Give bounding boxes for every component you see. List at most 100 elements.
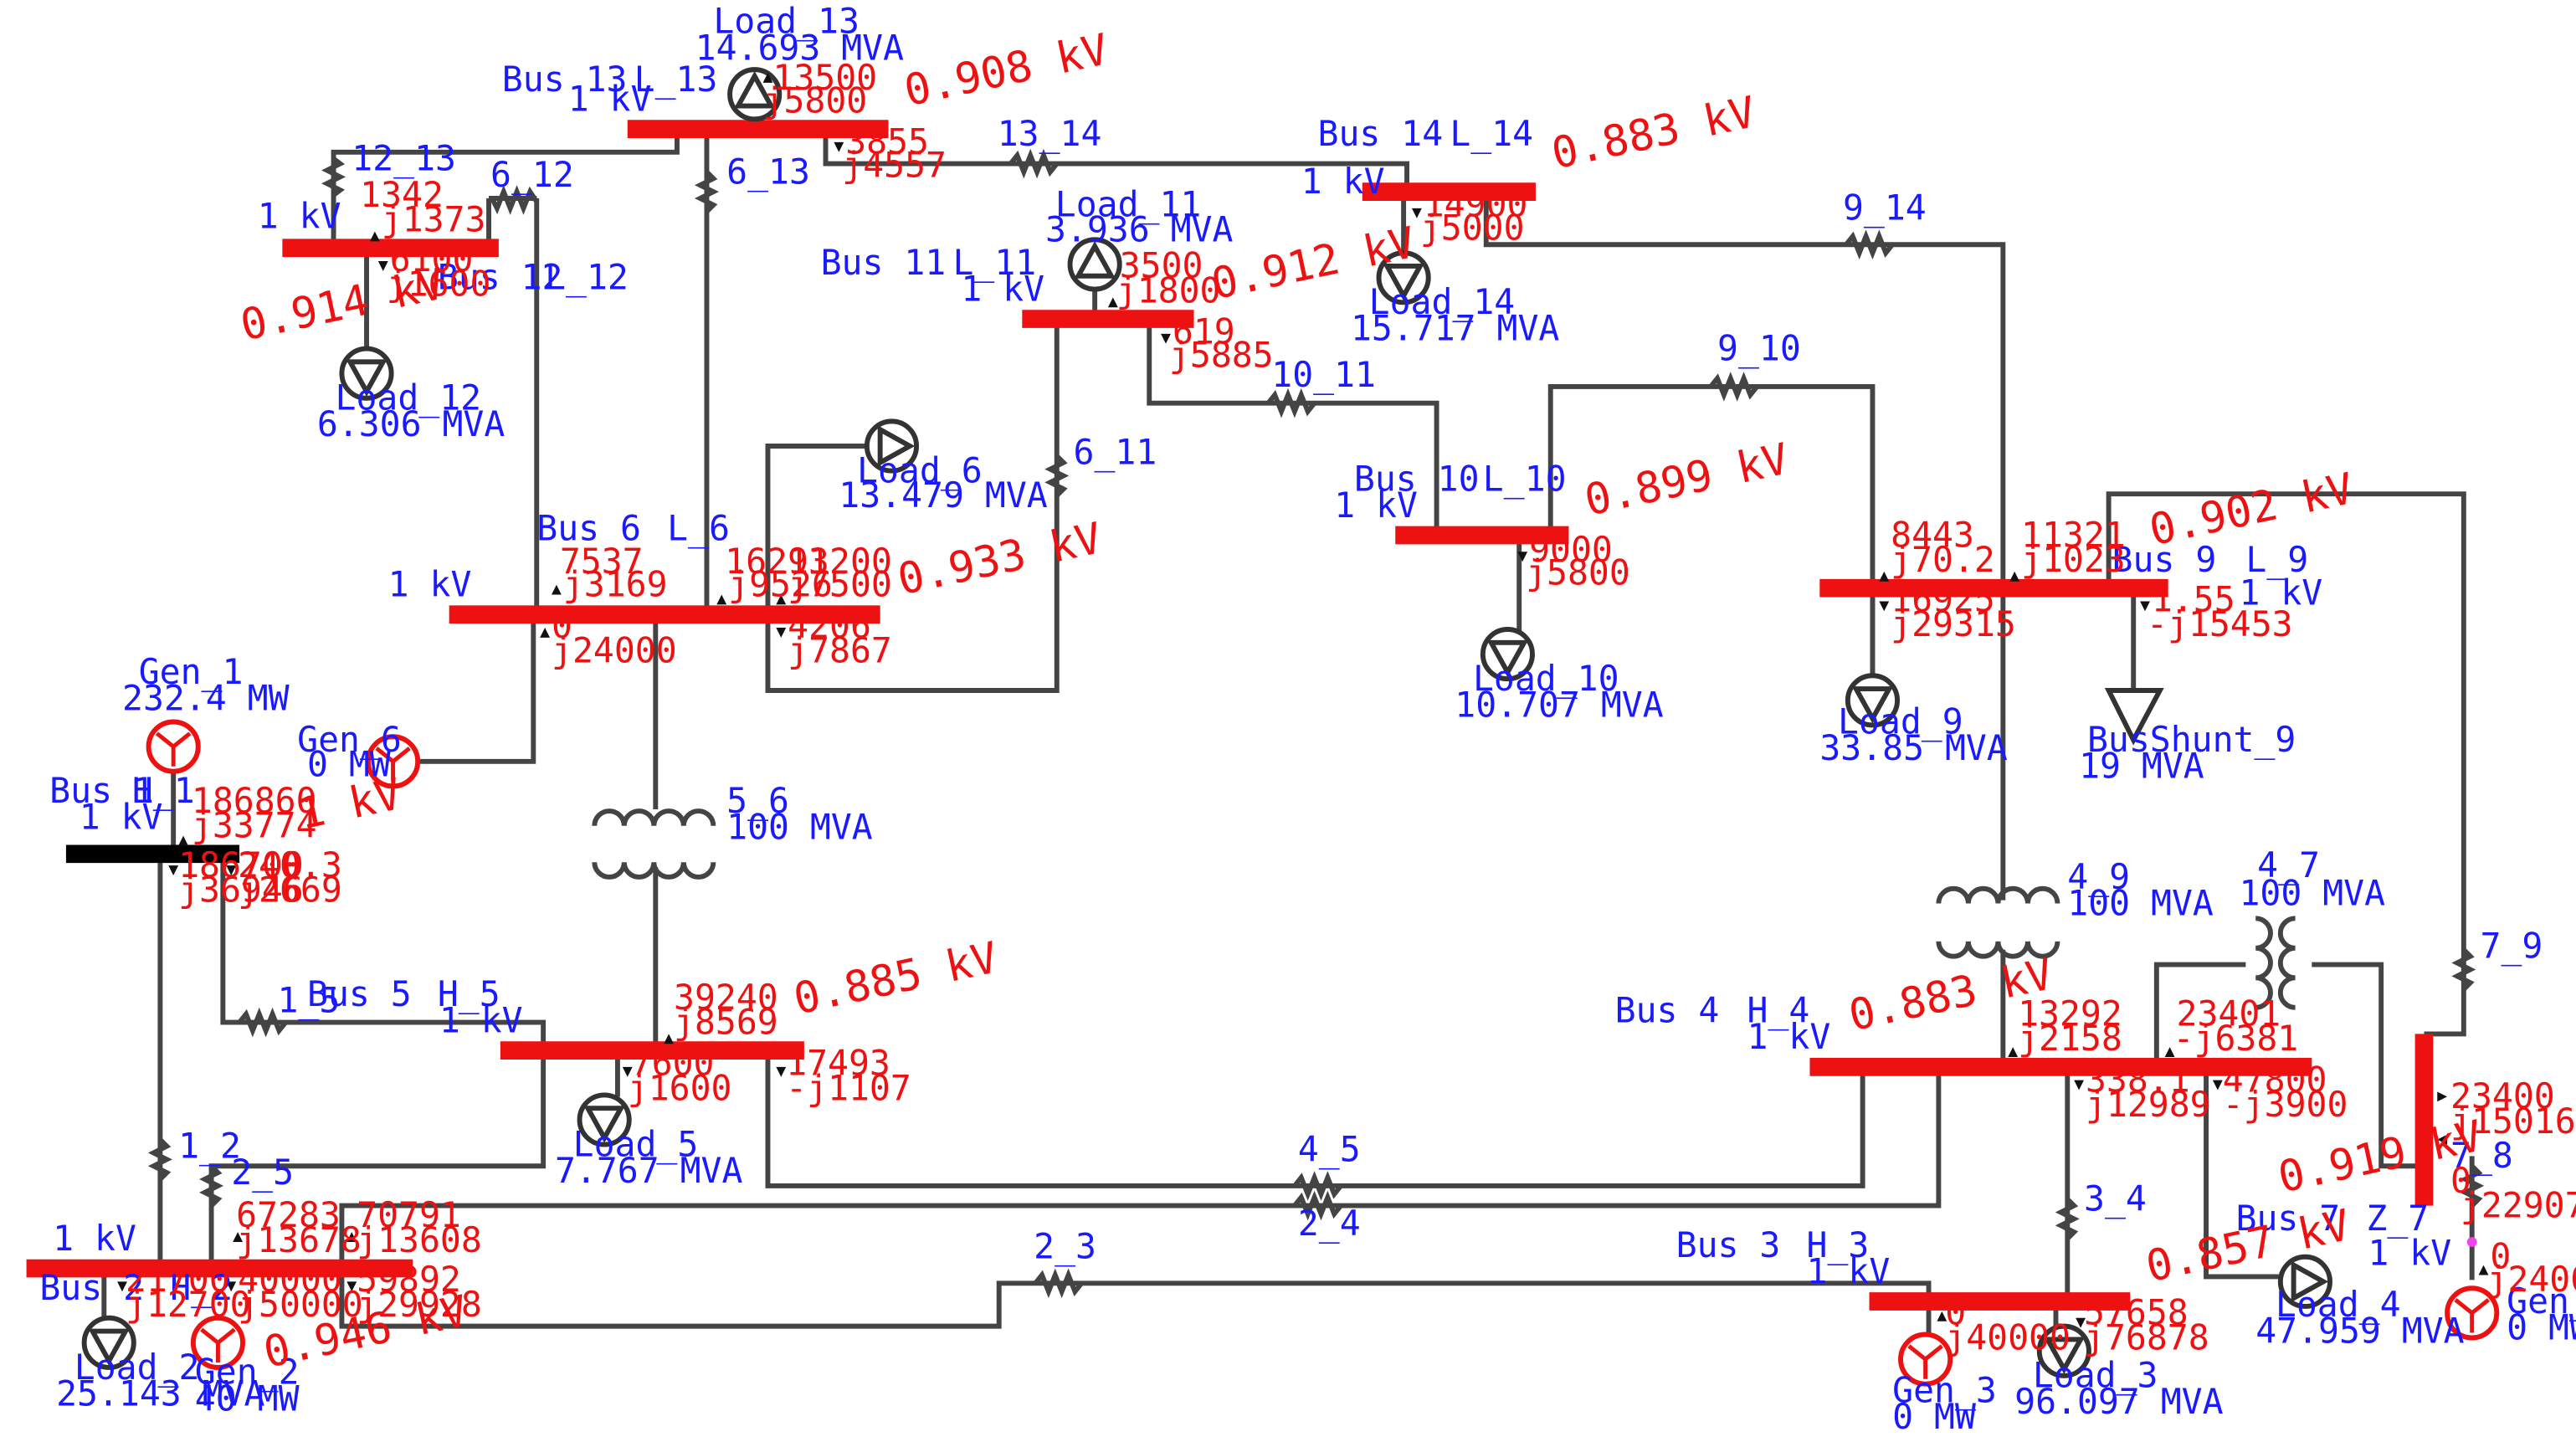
- gen-8-mw: 0 MW: [2507, 1307, 2576, 1347]
- load-3[interactable]: [2036, 1323, 2091, 1378]
- load-3-mva: 96.097 MVA: [2014, 1382, 2223, 1422]
- line-10-11: 10_11: [1271, 355, 1376, 395]
- load-9-mva: 33.85 MVA: [1819, 728, 2008, 768]
- xfmr-5-6: [592, 808, 716, 880]
- flow-value: j29928: [357, 1285, 482, 1325]
- load-6-name: Load_6: [857, 450, 983, 490]
- gen-1[interactable]: [146, 719, 201, 774]
- flow-value: 23401: [2177, 994, 2281, 1034]
- load-10[interactable]: [1480, 627, 1535, 682]
- bus-7-kv: 1 kV: [2368, 1234, 2451, 1274]
- bus-12-h: L_12: [545, 258, 629, 298]
- load-9[interactable]: [1845, 673, 1901, 728]
- xfmr-5-6-mva: 100 MVA: [726, 808, 873, 848]
- flow-value: 186860: [192, 781, 317, 821]
- flow-value: j1373: [382, 199, 486, 239]
- load-12-mva: 6.306 MVA: [317, 404, 505, 444]
- load-6[interactable]: [864, 418, 920, 474]
- flow-value: 9000: [1529, 530, 1613, 570]
- bus-10-name: Bus 10: [1354, 459, 1480, 499]
- load-4[interactable]: [2277, 1254, 2332, 1309]
- gen-1-mw: 232.4 MW: [122, 679, 290, 719]
- bus-14-name: Bus 14: [1318, 114, 1444, 154]
- line-3-4: 3_4: [2084, 1179, 2147, 1219]
- flow-value: j40000: [1945, 1317, 2071, 1357]
- load-4-name: Load_4: [2276, 1285, 2401, 1325]
- tap-dot: [2466, 1237, 2477, 1247]
- bus-2-h: H_2: [170, 1268, 233, 1308]
- line-6-12: 6_12: [490, 155, 574, 195]
- bus-5-voltage: 0.885 kV: [789, 932, 1002, 1024]
- line-7-9: 7_9: [2481, 926, 2543, 967]
- load-13-name: Load_13: [713, 2, 860, 42]
- flow-value: j24000: [2486, 1260, 2576, 1300]
- bus-10-voltage: 0.899 kV: [1580, 434, 1793, 526]
- load-2[interactable]: [81, 1315, 136, 1370]
- flow-value: j24000: [552, 630, 677, 670]
- flow-value: 240.3: [238, 845, 342, 885]
- bus-9-h: L_9: [2245, 540, 2308, 580]
- bus-11-name: Bus 11: [821, 243, 947, 283]
- load-2-name: Load_2: [74, 1347, 200, 1388]
- flow-value: 0: [552, 606, 572, 646]
- line-2-5: 2_5: [231, 1152, 294, 1193]
- bus-13-name: Bus 13: [502, 59, 628, 100]
- gen-6-mw: 0 MW: [307, 745, 391, 785]
- line-9-10: 9_10: [1717, 328, 1801, 368]
- load-10-name: Load_10: [1473, 659, 1619, 699]
- load-11[interactable]: [1067, 237, 1122, 292]
- line-6-11: 6_11: [1073, 433, 1157, 473]
- gen-2-name: Gen_2: [195, 1352, 300, 1393]
- flow-value: 23400: [2450, 1076, 2555, 1116]
- flow-value: 4206: [788, 606, 871, 646]
- flow-value: j3169: [563, 565, 668, 605]
- xfmr-4-9: [1936, 885, 2060, 959]
- bus-6-h: L_6: [667, 508, 730, 548]
- flow-value: j7500: [788, 565, 892, 605]
- bus-14-voltage: 0.883 kV: [1547, 87, 1760, 179]
- line-1-5: 1_5: [277, 981, 340, 1021]
- bus-labels: Bus 13 L_13 1 kV 1 kV Bus 12 L_12 Bus 14…: [39, 59, 2451, 1308]
- flow-value: j5800: [763, 80, 868, 121]
- load-5[interactable]: [577, 1092, 632, 1147]
- flow-value: j13608: [357, 1220, 482, 1260]
- load-12[interactable]: [339, 346, 394, 401]
- flow-value: 67283: [236, 1195, 341, 1235]
- line-6-13: 6_13: [726, 151, 810, 192]
- bus-12-kv: 1 kV: [258, 197, 341, 237]
- load-14-name: Load_14: [1369, 282, 1516, 322]
- flow-value: j9526: [728, 565, 833, 605]
- load-3-name: Load_3: [2033, 1356, 2158, 1396]
- line-2-4: 2_4: [1298, 1203, 1361, 1244]
- flow-value: 59892: [357, 1260, 461, 1300]
- flow-value: 57658: [2084, 1293, 2189, 1333]
- flow-value: 39240: [674, 978, 778, 1018]
- load-5-name: Load_5: [573, 1124, 699, 1164]
- gen-6[interactable]: [366, 734, 421, 789]
- flow-value: 70791: [357, 1195, 461, 1235]
- bus-5-h: H_5: [438, 974, 500, 1014]
- gen-8[interactable]: [2445, 1285, 2500, 1341]
- flow-value: 8443: [1891, 515, 1974, 555]
- bus-shunt-9[interactable]: [2104, 688, 2164, 746]
- bus-3-name: Bus 3: [1676, 1225, 1781, 1265]
- bus-1-kv: 1 kV: [80, 798, 163, 838]
- flow-value: 7537: [560, 541, 644, 582]
- load-12-name: Load_12: [336, 378, 482, 418]
- load-14[interactable]: [1376, 250, 1431, 305]
- flow-value: 13500: [772, 58, 877, 98]
- bus-6-kv: 1 kV: [388, 565, 472, 605]
- gen-3[interactable]: [1898, 1332, 1953, 1387]
- bus-bars: [26, 120, 2434, 1311]
- flow-value: 17493: [786, 1044, 890, 1084]
- flow-value: 0: [2450, 1161, 2471, 1201]
- xfmr-4-7-name: 4_7: [2257, 845, 2320, 885]
- flow-value: -j15453: [2147, 604, 2293, 644]
- flow-value: j12989: [2086, 1085, 2211, 1125]
- gen-3-mw: 0 MW: [1892, 1397, 1976, 1437]
- flow-value: 16293: [725, 541, 829, 582]
- flow-value: j7867: [788, 630, 892, 670]
- gen-2[interactable]: [190, 1315, 246, 1370]
- bus-4-name: Bus 4: [1615, 991, 1720, 1031]
- bus-1-name: Bus 1: [49, 771, 154, 811]
